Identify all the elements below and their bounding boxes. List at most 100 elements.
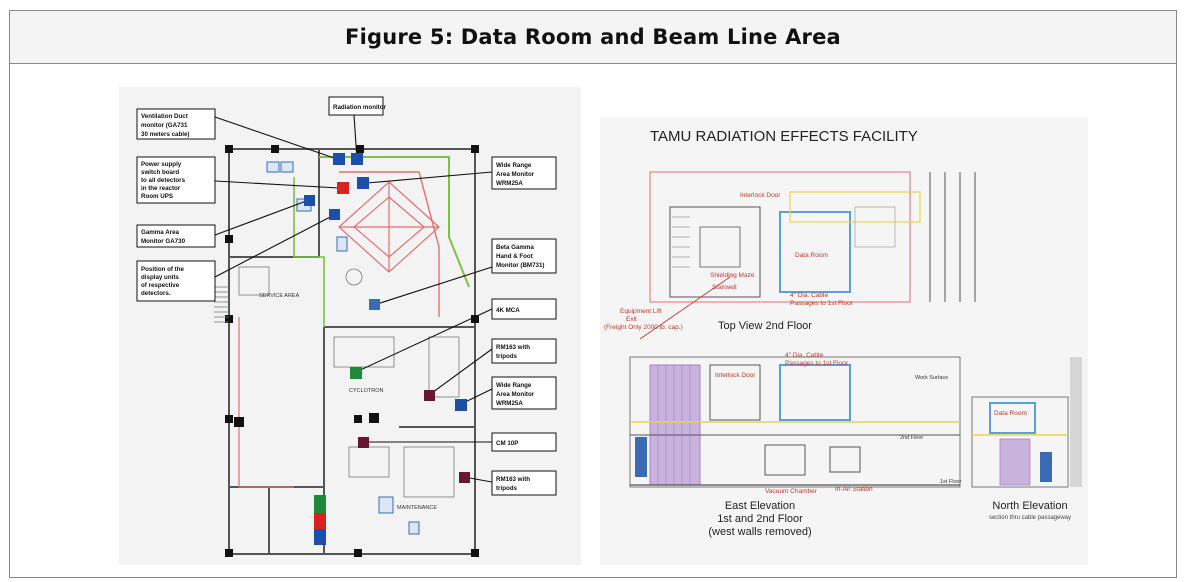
callout-rm-tripods-2-line-2: tripods (496, 485, 518, 492)
callout-box-rm-tripods-1 (491, 338, 557, 364)
callout-gamma-line-2: Monitor GA730 (141, 238, 186, 245)
wide-range-monitor-2-marker (455, 399, 467, 411)
callout-power-line-4: in the reactor (141, 185, 181, 192)
callout-gamma-line-1: Gamma Area (141, 229, 180, 236)
callout-box-beta-gamma (491, 238, 557, 274)
callout-power-line-1: Power supply (141, 161, 182, 168)
callout-box-mca (491, 298, 557, 320)
callout-rm-tripods-2-line-1: RM163 with (496, 476, 530, 483)
wide-range-monitor-1-marker (357, 177, 369, 189)
callout-power-line-5: Room UPS (141, 193, 173, 200)
plan-column-2 (369, 413, 379, 423)
callout-rm-tripods-1-line-2: tripods (496, 353, 518, 360)
east-elevation-caption-line-2: 1st and 2nd Floor (717, 513, 803, 525)
callout-wide-range-2-line-2: Area Monitor (496, 391, 535, 398)
building-walls (228, 148, 476, 555)
callout-radiation-monitor: Radiation monitor (333, 104, 387, 111)
callout-ventilation-line-1: Ventilation Duct (141, 113, 188, 120)
callout-box-wide-range-1 (491, 156, 557, 190)
facility-drawing: TAMU RADIATION EFFECTS FACILITY Interloc (604, 128, 1082, 538)
mca-marker (350, 367, 362, 379)
floor-plan-drawing: SERVICE AREA CYCLOTRON MAINTENANCE (136, 96, 557, 557)
east-elevation-caption-line-3: (west walls removed) (708, 526, 811, 538)
room-label-cyclotron: CYCLOTRON (349, 388, 384, 394)
east-interlock-door-label: Interlock Door (715, 372, 756, 379)
power-supply-marker (337, 182, 349, 194)
callout-power-line-2: switch board (141, 169, 179, 176)
top-equipment-lift-label: Equipment Lift (620, 308, 662, 315)
callout-box-power-supply (136, 156, 216, 204)
top-interlock-door-label: Interlock Door (740, 192, 781, 199)
callout-rm-tripods-1-line-1: RM163 with (496, 344, 530, 351)
callout-box-cm (491, 432, 557, 452)
radiation-monitor-marker (351, 153, 363, 165)
callout-wide-range-1-line-2: Area Monitor (496, 171, 535, 178)
callout-mca: 4K MCA (496, 307, 520, 314)
north-elevation-caption-line-2: section thru cable passageway (989, 515, 1071, 521)
east-1st-floor-label: 1st Floor (940, 479, 962, 485)
callout-box-ventilation-duct (136, 108, 216, 140)
gamma-area-monitor-marker (304, 195, 315, 206)
top-view-plan (639, 171, 976, 340)
callout-beta-gamma-line-2: Hand & Foot (496, 253, 533, 260)
stair-hatch (214, 286, 229, 323)
cm-marker (358, 437, 369, 448)
top-cable-label-1: 4" Dia. Cable (790, 292, 828, 299)
callout-display-line-3: of respective (141, 282, 180, 289)
callout-beta-gamma-line-3: Monitor (BM731) (496, 262, 544, 269)
east-in-air-station-label: In-Air Station (835, 486, 873, 493)
top-freight-label: (Freight Only 2000 lb. cap.) (604, 324, 683, 331)
figure-title-bar: Figure 5: Data Room and Beam Line Area (10, 11, 1176, 64)
rm-tripods-1-marker (424, 390, 435, 401)
equipment-cabinets (266, 161, 420, 535)
entrance-blue-block (314, 529, 326, 545)
structural-columns (225, 145, 479, 557)
callout-box-wide-range-2 (491, 376, 557, 410)
figure-title: Figure 5: Data Room and Beam Line Area (345, 25, 841, 49)
plan-column (234, 417, 244, 427)
east-elevation-drawing (629, 356, 961, 488)
east-2nd-floor-label: 2nd Floor (900, 435, 923, 441)
callout-wide-range-2-line-1: Wide Range (496, 382, 532, 389)
east-cable-label-1: 4" Dia. Cable (785, 352, 823, 359)
callout-boxes (136, 96, 557, 496)
green-duct-line-2 (293, 177, 325, 327)
callout-wide-range-1-line-3: WRM25A (496, 180, 523, 187)
green-duct-line (319, 156, 470, 288)
red-pipe-line-2 (238, 317, 294, 488)
callout-wide-range-1-line-1: Wide Range (496, 162, 532, 169)
callout-beta-gamma-line-1: Beta Gamma (496, 244, 534, 251)
callout-power-line-3: to all detectors (141, 177, 186, 184)
room-fixtures (238, 266, 460, 498)
top-shielding-maze-label: Shielding Maze (710, 272, 755, 279)
ventilation-duct-monitor-marker (333, 153, 345, 165)
callout-box-gamma-area (136, 224, 216, 248)
callout-wide-range-2-line-3: WRM25A (496, 400, 523, 407)
callout-display-line-4: detectors. (141, 290, 171, 297)
entrance-green-block (314, 495, 326, 513)
room-label-service: SERVICE AREA (259, 293, 300, 299)
callout-box-radiation-monitor (328, 96, 384, 116)
reactor-layout (338, 181, 440, 273)
east-cable-label-2: Passages to 1st Floor (785, 360, 849, 367)
entrance-red-block (314, 513, 326, 529)
top-exit-label: Exit (626, 316, 637, 323)
east-vacuum-chamber-label: Vacuum Chamber (765, 488, 818, 495)
rm-tripods-2-marker (459, 472, 470, 483)
top-data-room-label: Data Room (795, 252, 828, 259)
north-elevation-drawing (971, 357, 1082, 488)
display-units-marker (329, 209, 340, 220)
top-view-caption: Top View 2nd Floor (718, 320, 812, 332)
east-elevation-caption-line-1: East Elevation (725, 500, 795, 512)
east-work-surface-label: Work Surface (915, 375, 948, 381)
callout-display-line-2: display units (141, 274, 179, 281)
callout-display-line-1: Position of the (141, 266, 185, 273)
facility-drawing-panel: TAMU RADIATION EFFECTS FACILITY Interloc (600, 117, 1088, 565)
room-label-maintenance: MAINTENANCE (397, 505, 437, 511)
beta-gamma-monitor-marker (369, 299, 380, 310)
north-data-room-label: Data Room (994, 410, 1027, 417)
floor-plan-panel: SERVICE AREA CYCLOTRON MAINTENANCE (119, 87, 581, 565)
callout-box-display-units (136, 260, 216, 302)
top-stairwell-label: Stairwell (712, 284, 737, 291)
red-pipe-line (339, 171, 440, 317)
